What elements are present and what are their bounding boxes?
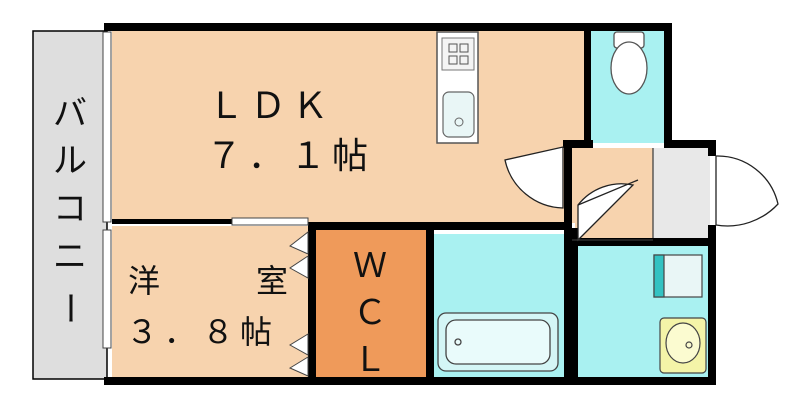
bedroom-sliding-door <box>231 217 309 226</box>
balcony-char-5: ー <box>49 291 89 325</box>
balcony-char-2: ル <box>53 141 87 181</box>
entrance-area <box>653 148 710 240</box>
bedroom-size: ３．８帖 <box>126 313 278 351</box>
cooktop-icon <box>441 37 475 71</box>
balcony-window-lower <box>102 229 112 349</box>
washbasin-icon <box>659 317 707 374</box>
balcony-area <box>32 30 108 380</box>
balcony-char-1: バ <box>53 94 87 134</box>
wcl-area <box>313 229 428 378</box>
kitchen-counter <box>436 31 479 144</box>
walls <box>104 23 716 385</box>
ldk-door-swing <box>504 146 564 209</box>
toilet-icon <box>610 31 648 95</box>
balcony-char-4: ニ <box>53 237 87 277</box>
bedroom-floor <box>112 226 308 378</box>
closet-doors <box>288 230 309 377</box>
entrance-door-swing <box>715 155 779 227</box>
bathtub-icon <box>437 312 559 372</box>
wcl-letter-1: Ｗ <box>353 246 387 286</box>
wcl-letter-3: Ｌ <box>353 340 387 380</box>
bedroom-name-right: 室 <box>256 262 288 300</box>
ldk-floor <box>112 30 585 223</box>
balcony-window-upper <box>102 31 112 223</box>
door-swings <box>504 146 779 242</box>
bedroom-name-left: 洋 <box>128 262 160 300</box>
hall-door-swing <box>577 183 635 242</box>
wcl-letter-2: Ｃ <box>353 293 387 333</box>
washing-machine-icon <box>653 254 703 298</box>
ldk-name: ＬＤＫ <box>208 86 334 127</box>
balcony-char-3: コ <box>53 189 87 229</box>
sink-icon <box>442 91 475 138</box>
ldk-size: ７．１帖 <box>206 136 374 177</box>
